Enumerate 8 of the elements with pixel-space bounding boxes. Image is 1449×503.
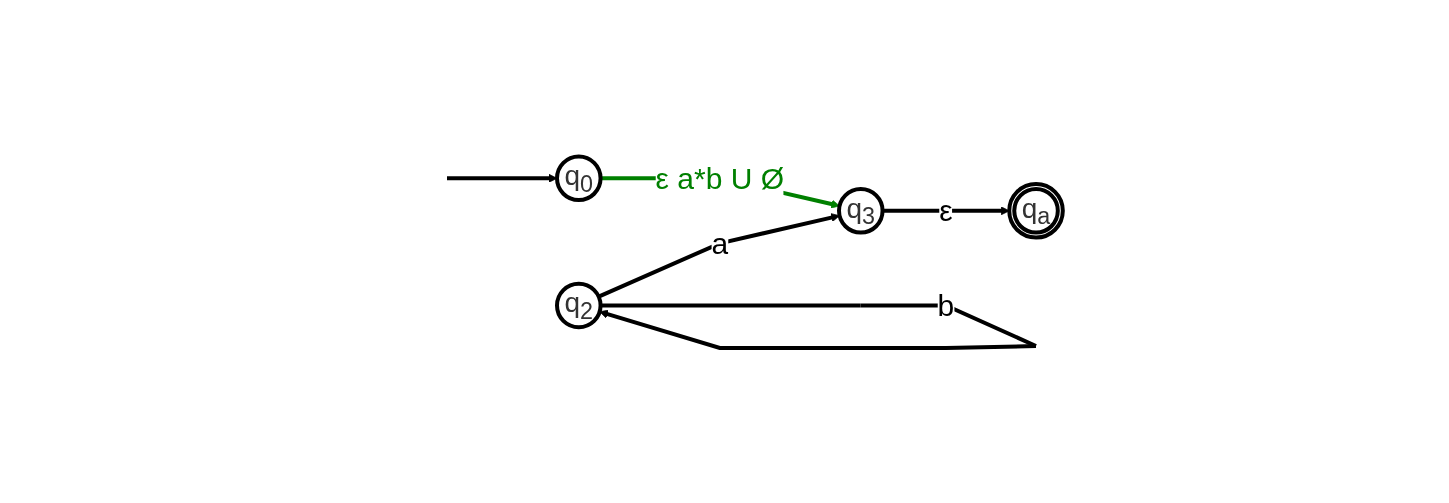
node-circle: q$_{3}$: [836, 187, 885, 235]
edge-label: b: [937, 288, 954, 322]
node-circle: q$_{0}$: [554, 154, 603, 203]
node-circle: q$_{a}$: [1006, 182, 1065, 240]
edge-label: ε: [938, 194, 953, 228]
node-circle: q$_{2}$: [554, 281, 603, 330]
edge-label: ε a*b U Ø: [655, 161, 784, 195]
edge-label: a: [711, 226, 728, 260]
